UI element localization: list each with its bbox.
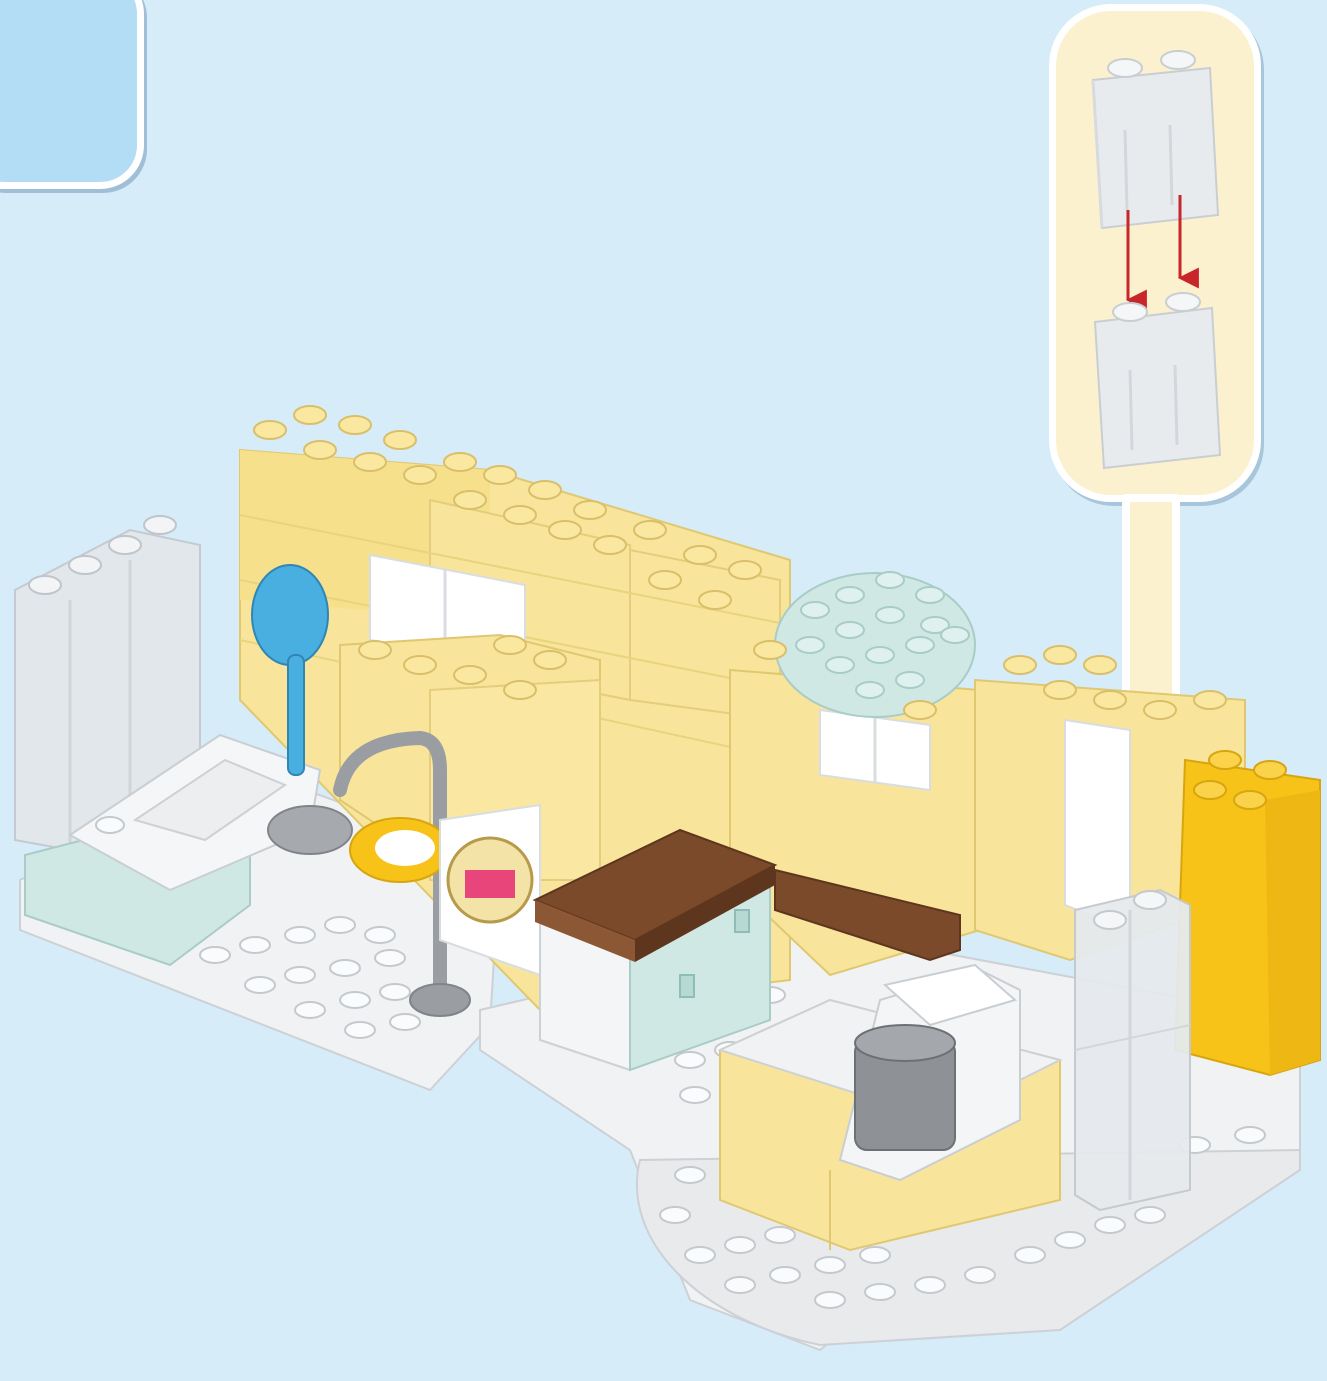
callout-brick-top (1093, 51, 1218, 228)
round-plate (775, 572, 975, 717)
transparent-brick-placed (1075, 890, 1190, 1210)
toilet (350, 818, 450, 882)
bright-yellow-brick (1175, 751, 1320, 1075)
callout-brick-bottom (1095, 293, 1220, 468)
